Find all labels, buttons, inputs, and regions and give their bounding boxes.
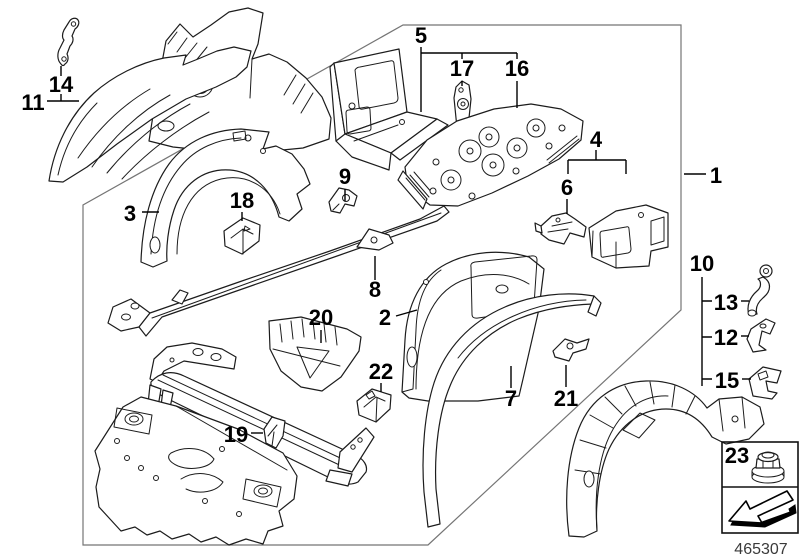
callout-20[interactable]: 20 xyxy=(309,305,333,330)
part-15-drawing xyxy=(748,366,782,400)
part-6-drawing xyxy=(534,212,587,245)
callout-1[interactable]: 1 xyxy=(710,163,722,188)
part-20-drawing xyxy=(268,316,362,392)
callout-9[interactable]: 9 xyxy=(339,164,351,189)
callout-13[interactable]: 13 xyxy=(714,290,738,315)
part-11-drawing xyxy=(48,46,252,183)
callout-6[interactable]: 6 xyxy=(561,175,573,200)
callout-8[interactable]: 8 xyxy=(369,277,381,302)
callout-17[interactable]: 17 xyxy=(450,56,474,81)
callout-2[interactable]: 2 xyxy=(379,305,391,330)
drawing-number: 465307 xyxy=(734,541,787,558)
callout-5[interactable]: 5 xyxy=(415,23,427,48)
callout-10[interactable]: 10 xyxy=(690,251,714,276)
part-9-drawing xyxy=(328,187,358,214)
callout-11[interactable]: 11 xyxy=(21,90,44,115)
part-4-bracket-drawing xyxy=(588,204,669,269)
part-13-drawing xyxy=(747,264,773,317)
direction-arrow-icon xyxy=(728,490,797,528)
callout-23[interactable]: 23 xyxy=(725,443,749,468)
clip-nut-icon xyxy=(751,451,785,484)
part-18-drawing xyxy=(223,217,261,255)
callout-7[interactable]: 7 xyxy=(505,386,517,411)
part-trunk-floor-drawing xyxy=(94,396,298,546)
callout-4[interactable]: 4 xyxy=(590,127,603,152)
part-5-drawing xyxy=(329,48,449,171)
callouts: 1 2 3 4 5 6 7 8 9 10 11 12 13 14 15 16 1… xyxy=(21,23,739,447)
part-21-drawing xyxy=(552,338,590,362)
part-12-drawing xyxy=(746,318,776,353)
callout-19[interactable]: 19 xyxy=(224,422,248,447)
callout-16[interactable]: 16 xyxy=(505,56,529,81)
callout-18[interactable]: 18 xyxy=(230,188,254,213)
part-7-drawing xyxy=(422,293,602,528)
part-10-drawing xyxy=(566,380,765,538)
part-14-drawing xyxy=(57,17,80,67)
part-22-drawing xyxy=(356,388,392,423)
part-19-drawing xyxy=(263,416,286,449)
callout-22[interactable]: 22 xyxy=(369,359,393,384)
leader-lines xyxy=(47,47,751,434)
part-8-drawing xyxy=(107,205,450,337)
part-16-drawing xyxy=(397,103,584,210)
callout-14[interactable]: 14 xyxy=(49,72,74,97)
diagram-frame xyxy=(82,24,682,546)
callout-21[interactable]: 21 xyxy=(554,386,578,411)
callout-12[interactable]: 12 xyxy=(714,325,738,350)
callout-15[interactable]: 15 xyxy=(715,368,739,393)
callout-3[interactable]: 3 xyxy=(124,201,136,226)
part-3-drawing xyxy=(140,128,311,268)
legend-box: 23 xyxy=(721,441,799,534)
part-rear-floor-drawing xyxy=(147,342,375,487)
